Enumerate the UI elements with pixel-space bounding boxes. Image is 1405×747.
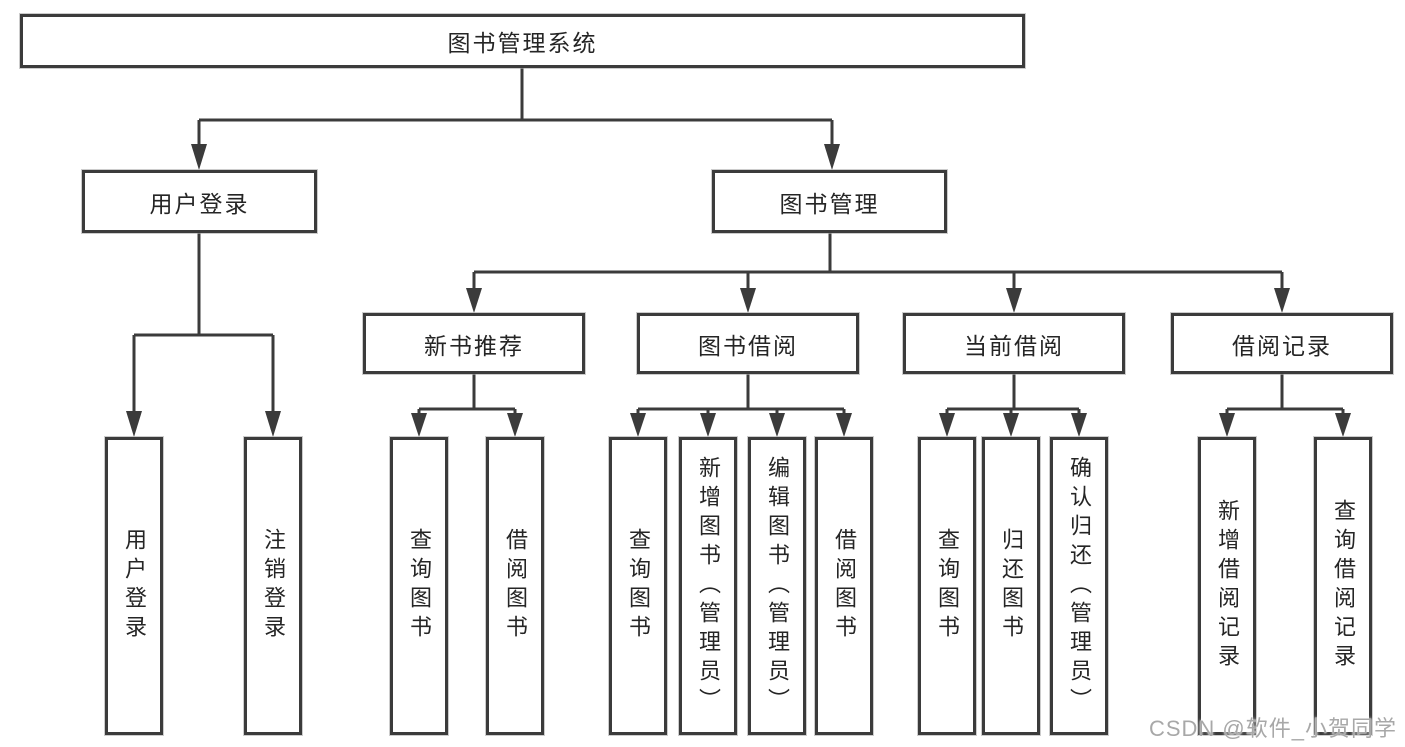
node-label: 用户登录 bbox=[149, 190, 250, 217]
leaf-logout: 注销登录 bbox=[244, 437, 302, 735]
node-system-root: 图书管理系统 bbox=[20, 14, 1025, 68]
node-label: 图书借阅 bbox=[698, 332, 798, 359]
leaf-user-login: 用户登录 bbox=[105, 437, 163, 735]
node-user-login: 用户登录 bbox=[82, 170, 317, 233]
leaf-label: 查询借阅记录 bbox=[1331, 499, 1356, 673]
leaf-label: 确认归还（管理员） bbox=[1067, 455, 1092, 717]
leaf-edit-book-admin: 编辑图书（管理员） bbox=[748, 437, 806, 735]
node-label: 新书推荐 bbox=[424, 332, 524, 359]
node-book-management: 图书管理 bbox=[712, 170, 947, 233]
leaf-label: 新增借阅记录 bbox=[1215, 499, 1240, 673]
leaf-label: 借阅图书 bbox=[832, 528, 857, 644]
leaf-label: 借阅图书 bbox=[503, 528, 528, 644]
leaf-label: 编辑图书（管理员） bbox=[765, 455, 790, 717]
leaf-query-borrow-record: 查询借阅记录 bbox=[1314, 437, 1372, 735]
leaf-label: 归还图书 bbox=[999, 528, 1024, 644]
node-label: 借阅记录 bbox=[1232, 332, 1332, 359]
node-current-borrow: 当前借阅 bbox=[903, 313, 1125, 374]
node-label: 图书管理系统 bbox=[447, 30, 598, 56]
node-label: 当前借阅 bbox=[964, 332, 1064, 359]
leaf-query-books-borrow: 查询图书 bbox=[609, 437, 667, 735]
node-borrow-records: 借阅记录 bbox=[1171, 313, 1393, 374]
leaf-borrow-books-borrow: 借阅图书 bbox=[815, 437, 873, 735]
leaf-label: 查询图书 bbox=[626, 528, 651, 644]
leaf-label: 查询图书 bbox=[407, 528, 432, 644]
node-label: 图书管理 bbox=[779, 190, 880, 217]
leaf-borrow-books-newbook: 借阅图书 bbox=[486, 437, 544, 735]
node-new-book-recommend: 新书推荐 bbox=[363, 313, 585, 374]
leaf-add-borrow-record: 新增借阅记录 bbox=[1198, 437, 1256, 735]
leaf-label: 注销登录 bbox=[261, 528, 286, 644]
leaf-label: 用户登录 bbox=[122, 528, 147, 644]
leaf-return-book: 归还图书 bbox=[982, 437, 1040, 735]
leaf-label: 查询图书 bbox=[935, 528, 960, 644]
leaf-query-books-newbook: 查询图书 bbox=[390, 437, 448, 735]
leaf-add-book-admin: 新增图书（管理员） bbox=[679, 437, 737, 735]
watermark: CSDN @软件_小贺同学 bbox=[1148, 716, 1397, 741]
leaf-query-books-current: 查询图书 bbox=[918, 437, 976, 735]
node-book-borrow: 图书借阅 bbox=[637, 313, 859, 374]
leaf-label: 新增图书（管理员） bbox=[696, 455, 721, 717]
leaf-confirm-return-admin: 确认归还（管理员） bbox=[1050, 437, 1108, 735]
